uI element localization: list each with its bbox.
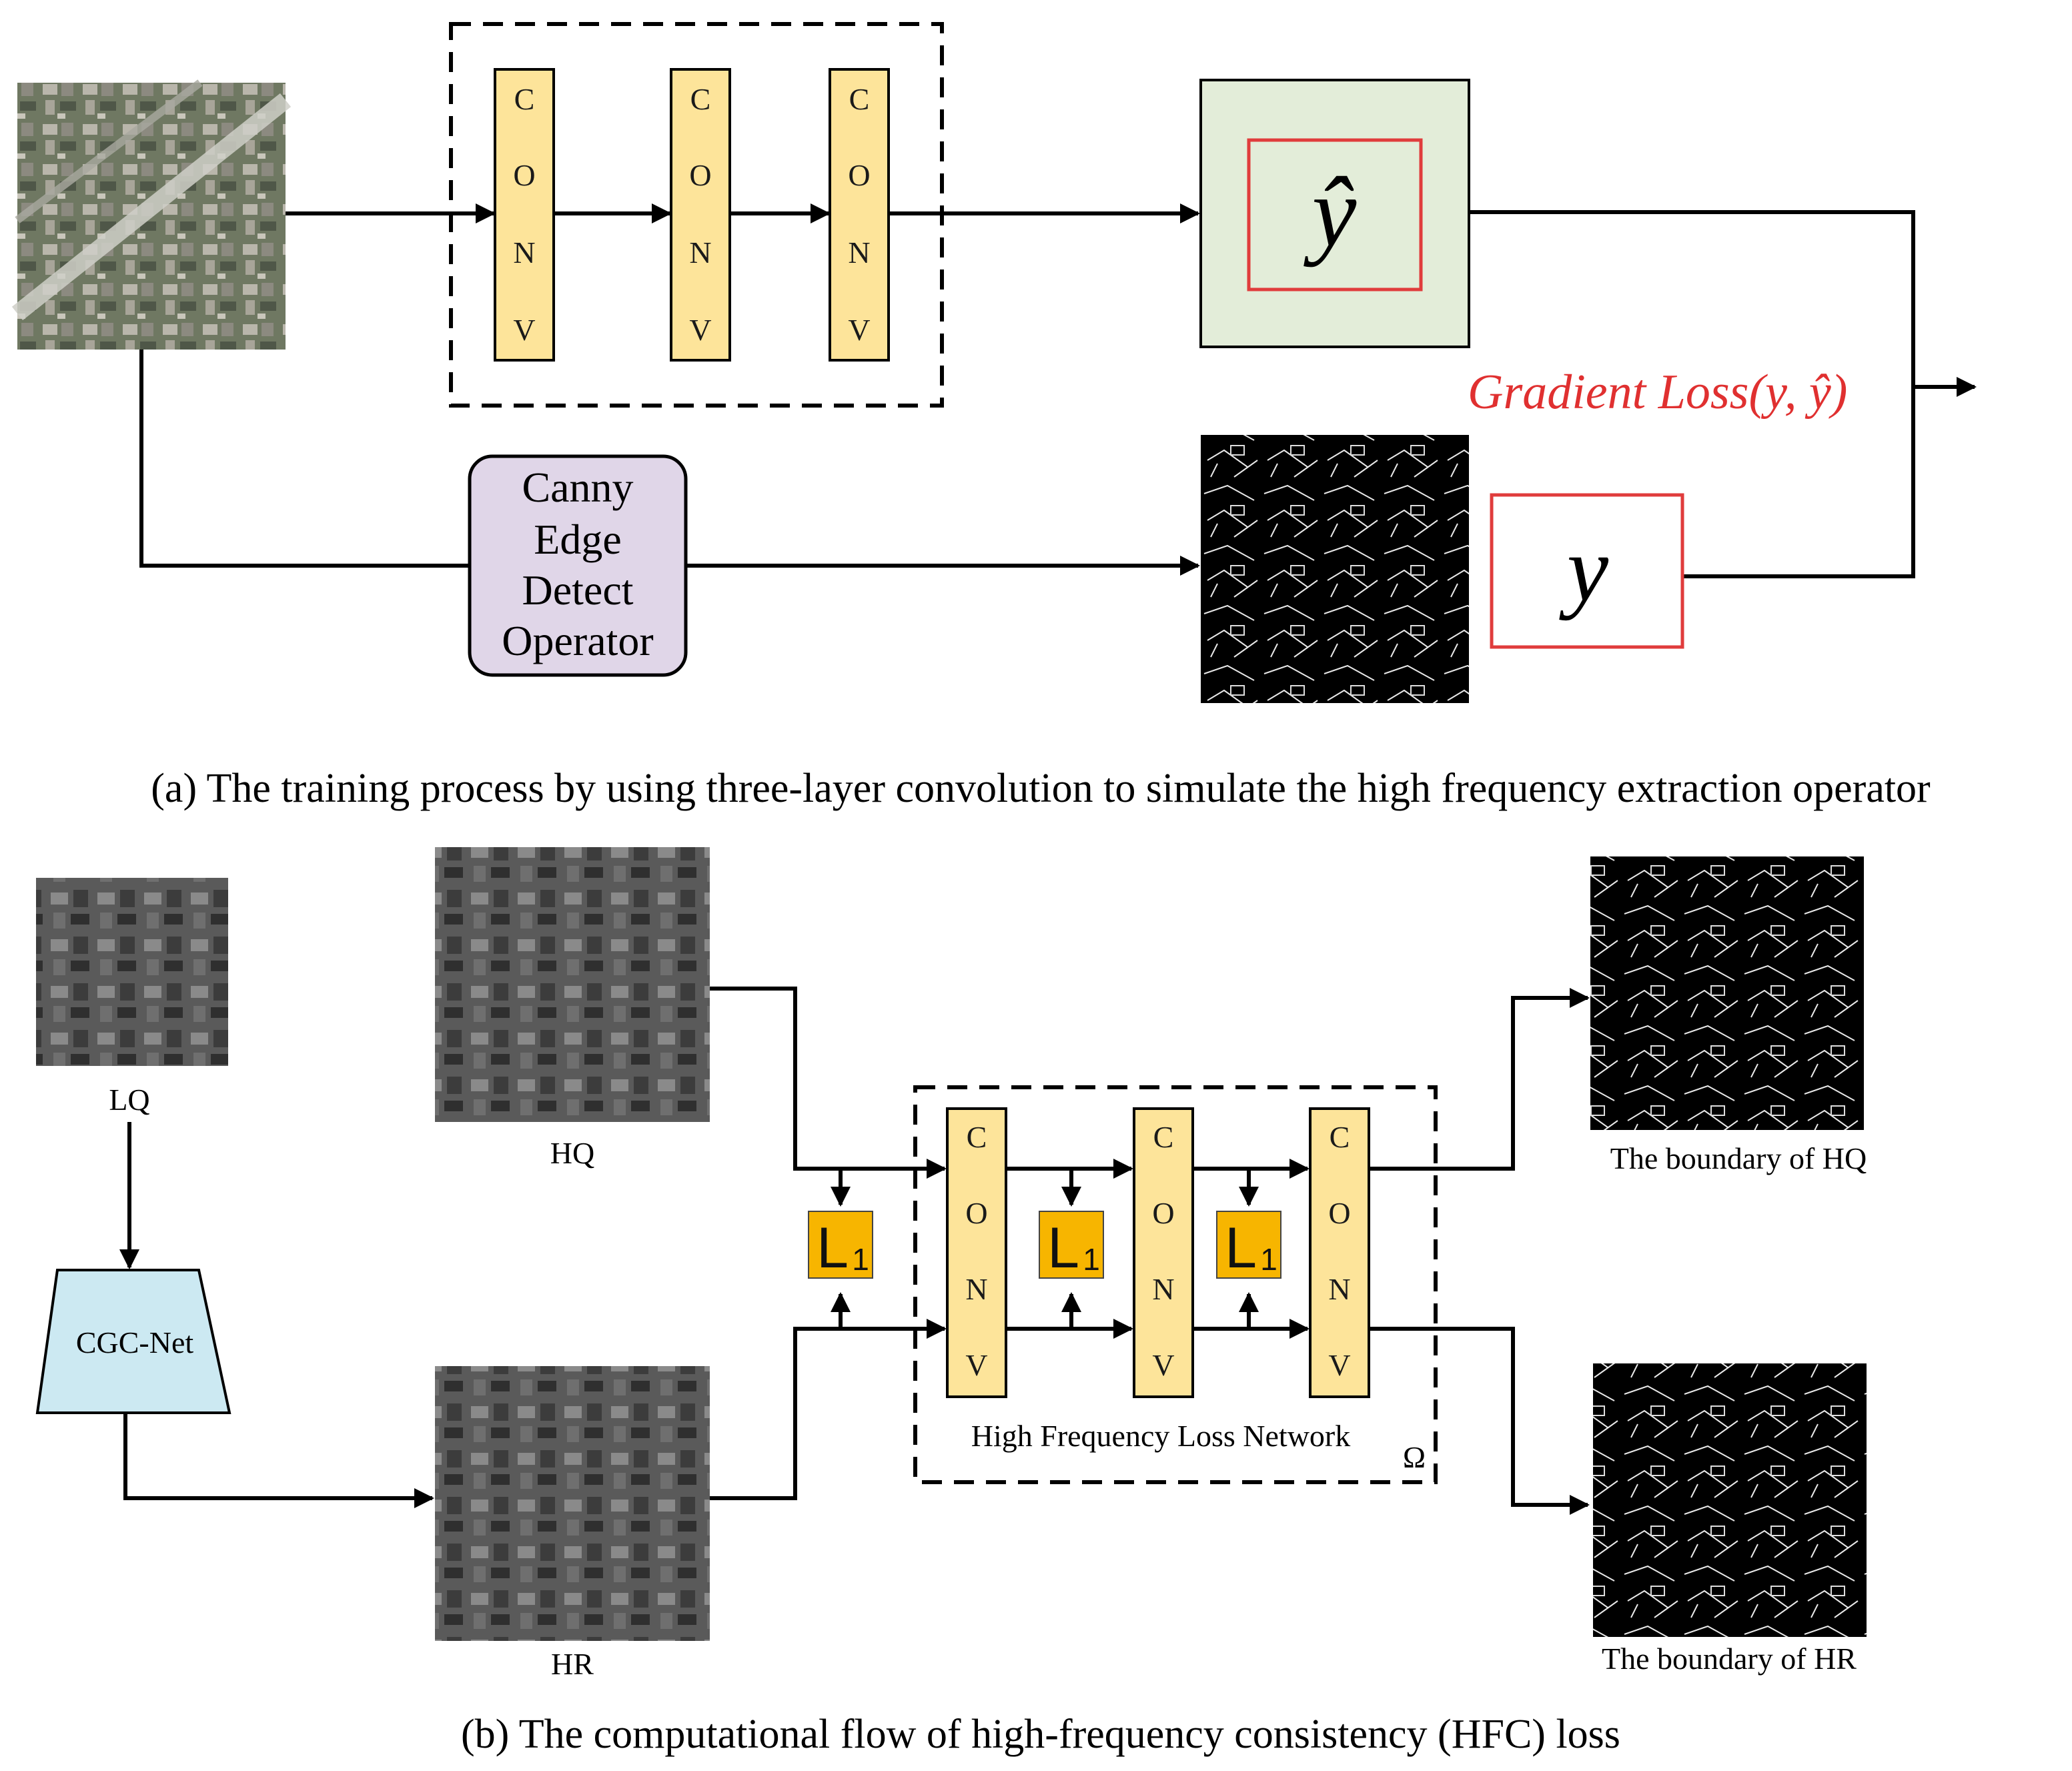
conv-letter: V (513, 313, 535, 347)
conv-letter: O (965, 1196, 987, 1230)
gradient-loss-label: Gradient Loss(y, ŷ) (1468, 365, 1847, 420)
lq-label: LQ (109, 1083, 149, 1117)
conv-letter: C (849, 82, 870, 116)
caption-a: (a) The training process by using three-… (151, 766, 1931, 811)
boundary-hq-label: The boundary of HQ (1610, 1141, 1867, 1175)
l1-subscript: 1 (852, 1242, 869, 1277)
conv-letter: O (689, 158, 711, 192)
conv-block-b-2: C O N V (1133, 1107, 1194, 1398)
omega-symbol: Ω (1403, 1440, 1426, 1474)
lq-image (36, 878, 228, 1066)
y-hat-output-box: ŷ (1199, 79, 1470, 348)
conv-letter: N (1152, 1272, 1174, 1306)
high-frequency-loss-network-box (913, 1085, 1438, 1484)
hq-label: HQ (550, 1136, 594, 1170)
canny-line: Canny (522, 464, 633, 511)
part-a: C O N V C O N V C O N V ŷ (11, 22, 1977, 811)
conv-letter: V (848, 313, 870, 347)
canny-line: Edge (534, 516, 622, 563)
y-symbol: y (1559, 518, 1609, 621)
hq-image (435, 847, 710, 1122)
canny-line: Detect (522, 566, 634, 614)
conv-letter: V (1328, 1348, 1350, 1382)
conv-letter: O (1328, 1196, 1350, 1230)
conv-letter: C (967, 1120, 987, 1154)
hr-label: HR (551, 1647, 594, 1681)
connector (139, 350, 470, 568)
arrow (123, 1413, 434, 1508)
l1-loss-box-3: L 1 (1216, 1169, 1281, 1329)
l1-loss-box-1: L 1 (808, 1169, 873, 1329)
conv-letter: O (513, 158, 535, 192)
edge-map-image-a (1201, 435, 1469, 703)
l1-symbol: L (1225, 1216, 1257, 1280)
arrow (710, 1319, 947, 1500)
canny-line: Operator (502, 617, 653, 664)
conv-letter: V (689, 313, 711, 347)
arrow (1369, 1327, 1590, 1515)
boundary-hr-label: The boundary of HR (1602, 1642, 1857, 1676)
boundary-hq-image (1590, 856, 1864, 1130)
boundary-hr-image (1593, 1363, 1867, 1637)
conv-letter: C (514, 82, 535, 116)
conv-letter: C (690, 82, 711, 116)
cgc-net-label: CGC-Net (76, 1325, 194, 1359)
conv-block-a-2: C O N V (670, 68, 731, 362)
conv-letter: C (1153, 1120, 1174, 1154)
canny-edge-operator-box: Canny Edge Detect Operator (468, 454, 688, 677)
conv-letter: O (1152, 1196, 1174, 1230)
caption-b: (b) The computational flow of high-frequ… (461, 1712, 1620, 1757)
conv-letter: C (1330, 1120, 1350, 1154)
part-b: LQ CGC-Net HQ HR C O N V (35, 847, 1867, 1757)
conv-letter: N (1328, 1272, 1350, 1306)
conv-letter: N (513, 235, 535, 269)
l1-loss-box-2: L 1 (1039, 1169, 1104, 1329)
conv-letter: V (965, 1348, 987, 1382)
conv-block-b-3: C O N V (1309, 1107, 1370, 1398)
conv-letter: N (848, 235, 870, 269)
l1-symbol: L (1047, 1216, 1079, 1280)
l1-symbol: L (817, 1216, 849, 1280)
hr-image (435, 1366, 710, 1641)
y-target-box: y (1490, 493, 1684, 649)
cgc-net-block: CGC-Net (35, 1269, 231, 1414)
l1-subscript: 1 (1083, 1242, 1100, 1277)
conv-letter: V (1152, 1348, 1174, 1382)
arrow (1369, 988, 1590, 1171)
conv-block-a-3: C O N V (829, 68, 890, 362)
arrow (710, 987, 947, 1179)
conv-letter: O (848, 158, 870, 192)
conv-block-a-1: C O N V (494, 68, 555, 362)
hf-network-label: High Frequency Loss Network (971, 1419, 1351, 1453)
y-hat-symbol: ŷ (1304, 157, 1357, 267)
conv-letter: N (965, 1272, 987, 1306)
conv-block-b-1: C O N V (946, 1107, 1007, 1398)
connector (1469, 210, 1915, 578)
aerial-input-image (11, 79, 292, 350)
conv-letter: N (689, 235, 711, 269)
l1-subscript: 1 (1260, 1242, 1277, 1277)
